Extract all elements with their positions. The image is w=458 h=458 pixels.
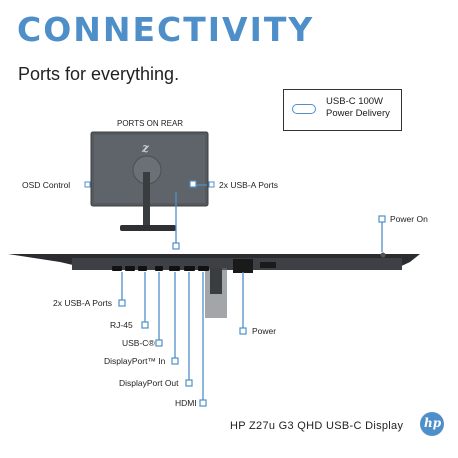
label-displayport-in: DisplayPort™ In	[104, 356, 166, 366]
power-on-callout	[378, 215, 386, 252]
usb-a-port-1	[112, 266, 122, 271]
feature-line-2: Power Delivery	[326, 108, 390, 119]
label-power: Power	[252, 326, 277, 336]
displayport-out-port	[184, 266, 195, 271]
rear-monitor-image: z	[90, 131, 209, 231]
rear-view-caption: PORTS ON REAR	[117, 119, 184, 128]
label-hdmi: HDMI	[175, 398, 197, 408]
label-displayport-out: DisplayPort Out	[119, 378, 179, 388]
page-title: CONNECTIVITY	[17, 10, 315, 49]
port-callouts	[118, 272, 247, 407]
label-osd-control: OSD Control	[22, 180, 71, 190]
feature-box-usb-c: USB-C 100W Power Delivery	[283, 89, 402, 131]
label-usb-c: USB-C®	[122, 338, 155, 348]
hdmi-port	[198, 266, 209, 271]
displayport-in-port	[169, 266, 180, 271]
usb-c-port-icon	[292, 104, 316, 114]
hp-logo-text: hp	[424, 416, 442, 430]
hp-logo-icon: hp	[420, 412, 444, 436]
top-monitor-image	[8, 252, 420, 318]
feature-box-text: USB-C 100W Power Delivery	[326, 96, 390, 120]
page-subtitle: Ports for everything.	[18, 64, 180, 84]
label-usb-a-right: 2x USB-A Ports	[219, 180, 279, 190]
usb-c-port	[155, 266, 163, 271]
label-usb-a-ports: 2x USB-A Ports	[53, 298, 113, 308]
rj45-port	[138, 266, 147, 271]
svg-text:z: z	[141, 141, 150, 155]
label-power-on: Power On	[390, 214, 428, 224]
usb-a-port-2	[125, 266, 135, 271]
label-rj45: RJ-45	[110, 320, 133, 330]
product-name: HP Z27u G3 QHD USB-C Display	[230, 420, 404, 432]
feature-line-1: USB-C 100W	[326, 96, 384, 107]
rear-callouts	[84, 180, 215, 250]
